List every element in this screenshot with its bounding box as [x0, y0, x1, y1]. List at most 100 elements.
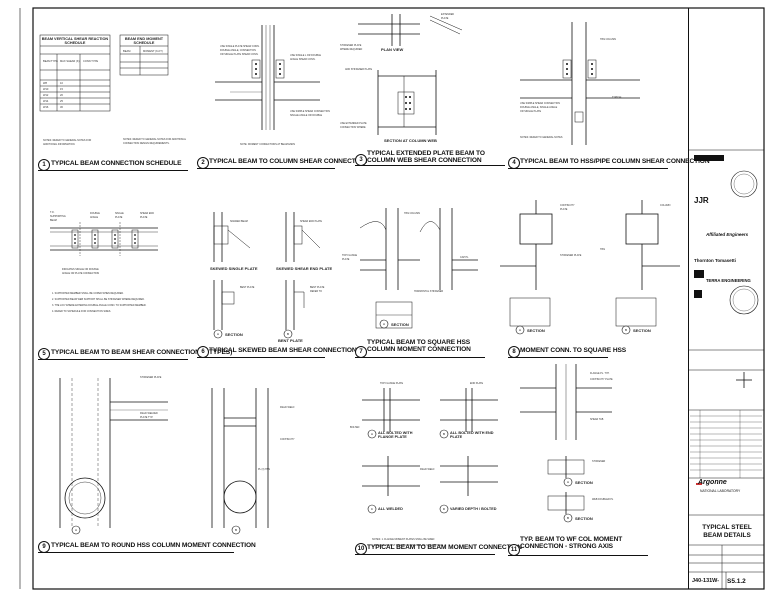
title-block-lines	[688, 149, 764, 589]
svg-text:OR SINGLE PLATE: OR SINGLE PLATE	[520, 110, 541, 113]
svg-text:PLATE TYP.: PLATE TYP.	[140, 416, 153, 419]
svg-text:W10: W10	[43, 87, 49, 91]
skewed-single-label: SKEWED SINGLE PLATE	[210, 266, 258, 271]
detail-7-geometry	[359, 208, 478, 329]
svg-text:WEB DOUBLER PL: WEB DOUBLER PL	[592, 498, 614, 501]
svg-text:CONTINUITY: CONTINUITY	[560, 204, 575, 207]
svg-text:25: 25	[60, 99, 63, 103]
svg-text:BOLTED: BOLTED	[350, 426, 360, 429]
svg-text:2. BOLTED MOMENT CONNECTIONS S: 2. BOLTED MOMENT CONNECTIONS SHALL BE SL…	[372, 544, 444, 547]
svg-text:PLATE: PLATE	[140, 216, 148, 219]
svg-text:30: 30	[60, 105, 63, 109]
svg-text:C: C	[371, 507, 374, 511]
title-block	[688, 8, 765, 589]
north-arrow-icon	[736, 372, 752, 388]
skewed-end-label: SKEWED SHEAR END PLATE	[276, 266, 333, 271]
moment-schedule-title: BEAM END MOMENT SCHEDULE	[124, 37, 164, 45]
svg-text:SUPPORTING: SUPPORTING	[50, 215, 66, 218]
detail-11-geometry	[520, 364, 612, 514]
shear-schedule-title: BEAM VERTICAL SHEAR REACTION SCHEDULE	[41, 37, 109, 45]
svg-text:USE SINGLE L OR DOUBLE: USE SINGLE L OR DOUBLE	[290, 54, 321, 57]
svg-text:USE SINGLE PLATE SHEAR CONN.: USE SINGLE PLATE SHEAR CONN.	[220, 45, 260, 48]
svg-text:USE SIMPLE SHEAR CONNECTION: USE SIMPLE SHEAR CONNECTION	[520, 102, 560, 105]
svg-text:NOTES: REFER TO GENERAL NOTES: NOTES: REFER TO GENERAL NOTES	[520, 136, 563, 139]
svg-text:4. REFER TO SCHEDULE FOR CONNE: 4. REFER TO SCHEDULE FOR CONNECTION SIZE…	[52, 310, 111, 313]
svg-text:15: 15	[60, 87, 63, 91]
svg-text:SINGLE ANGLE OR DOUBLE: SINGLE ANGLE OR DOUBLE	[290, 114, 323, 117]
all-bolted-flange-label: ALL BOLTED WITH FLANGE PLATE	[378, 431, 413, 439]
svg-text:INDICATES SINGLE OR DOUBLE: INDICATES SINGLE OR DOUBLE	[62, 268, 99, 271]
svg-text:STIFFENER PLATE: STIFFENER PLATE	[560, 254, 582, 257]
svg-text:CONTINUITY: CONTINUITY	[280, 438, 295, 441]
svg-text:MAX SHEAR (K): MAX SHEAR (K)	[60, 59, 80, 63]
svg-text:D: D	[443, 507, 446, 511]
svg-text:ADD STIFFENER PLATE: ADD STIFFENER PLATE	[345, 68, 372, 71]
section-col-web-label: SECTION AT COLUMN WEB	[384, 138, 437, 143]
section-label-a: SECTION	[225, 332, 243, 337]
svg-text:FIELD WELD: FIELD WELD	[280, 406, 295, 409]
svg-text:PLATE: PLATE	[560, 208, 568, 211]
sheet-title: TYPICAL STEEL BEAM DETAILS	[702, 524, 752, 539]
svg-text:B: B	[235, 528, 237, 532]
svg-text:TOP FLANGE: TOP FLANGE	[342, 254, 357, 257]
detail-5-geometry	[50, 222, 158, 256]
argonne-sub: NATIONAL LABORATORY	[700, 489, 741, 493]
sheet-number: S5.1.2	[727, 578, 746, 585]
svg-text:TOP FLANGE PLATE: TOP FLANGE PLATE	[380, 382, 404, 385]
svg-text:FIELD WELD: FIELD WELD	[420, 468, 435, 471]
svg-text:BENT PLATE: BENT PLATE	[310, 286, 325, 289]
svg-text:20: 20	[60, 93, 63, 97]
svg-text:REFER TO: REFER TO	[310, 290, 322, 293]
consultant-logo-bar	[694, 155, 724, 161]
svg-text:HORIZONTAL STIFFENER: HORIZONTAL STIFFENER	[414, 290, 443, 293]
svg-text:W12: W12	[43, 93, 49, 97]
svg-text:CONNECTION WHERE: CONNECTION WHERE	[340, 126, 366, 129]
consultant-jjr: JJR	[694, 196, 709, 205]
svg-text:B: B	[443, 432, 445, 436]
all-bolted-end-label: ALL BOLTED WITH END PLATE	[450, 431, 494, 439]
consultant-thornton: Thornton Tomasetti	[694, 258, 736, 263]
svg-text:CONTINUITY PLATE: CONTINUITY PLATE	[590, 378, 613, 381]
section-label-11a: SECTION	[575, 480, 593, 485]
detail-3-geometry	[358, 14, 463, 135]
svg-text:BEAM: BEAM	[123, 49, 130, 53]
svg-text:CONN TYPE: CONN TYPE	[83, 59, 98, 63]
argonne-logo: Argonne	[698, 479, 727, 486]
svg-text:HSS COLUMN: HSS COLUMN	[600, 38, 616, 41]
svg-text:PL (3) HSS: PL (3) HSS	[258, 468, 270, 471]
svg-text:NOTES: REFER TO GENERAL NOTES: NOTES: REFER TO GENERAL NOTES FOR ADDITI…	[123, 138, 187, 141]
svg-text:A: A	[383, 322, 385, 326]
svg-text:A: A	[567, 480, 569, 484]
all-welded-label: ALL WELDED	[378, 507, 403, 511]
varied-depth-label: VARIED DEPTH / BOLTED	[450, 507, 497, 511]
svg-text:FLANGE PL. TYP.: FLANGE PL. TYP.	[590, 372, 610, 375]
svg-text:CAP PL: CAP PL	[460, 256, 469, 259]
consultant-affiliated: Affiliated Engineers	[706, 232, 749, 237]
svg-text:A: A	[371, 432, 373, 436]
svg-text:END PLATE: END PLATE	[470, 382, 484, 385]
detail-4-geometry	[520, 22, 640, 145]
svg-text:TYPICAL: TYPICAL	[612, 96, 623, 99]
svg-text:HSS COLUMN: HSS COLUMN	[404, 212, 420, 215]
svg-text:B: B	[287, 332, 289, 336]
svg-text:MOMENT (K-FT): MOMENT (K-FT)	[143, 49, 163, 53]
svg-text:ANGLE SHEAR CONN.: ANGLE SHEAR CONN.	[290, 58, 316, 61]
svg-text:NOTES: REFER TO GENERAL NOTES: NOTES: REFER TO GENERAL NOTES FOR	[43, 139, 91, 142]
section-label-7: SECTION	[391, 322, 409, 327]
svg-text:W16: W16	[43, 105, 49, 109]
detail-9-geometry	[59, 378, 269, 528]
engineer-seals	[729, 170, 759, 315]
svg-text:DOUBLE: DOUBLE	[90, 212, 100, 215]
svg-text:WHERE REQUIRED: WHERE REQUIRED	[340, 48, 362, 51]
svg-text:PLATE: PLATE	[115, 216, 123, 219]
svg-text:PLATE: PLATE	[441, 17, 449, 20]
svg-text:PLATE: PLATE	[342, 258, 350, 261]
svg-text:2. SUPPORTED BEAM WEB SUPPORT: 2. SUPPORTED BEAM WEB SUPPORT SHALL BE S…	[52, 298, 145, 301]
detail-10-geometry	[362, 388, 498, 496]
detail-6-geometry	[213, 212, 321, 330]
svg-text:A: A	[75, 528, 77, 532]
section-label-8a: SECTION	[527, 328, 545, 333]
svg-text:B: B	[625, 328, 627, 332]
svg-text:EXTENDED: EXTENDED	[441, 13, 454, 16]
